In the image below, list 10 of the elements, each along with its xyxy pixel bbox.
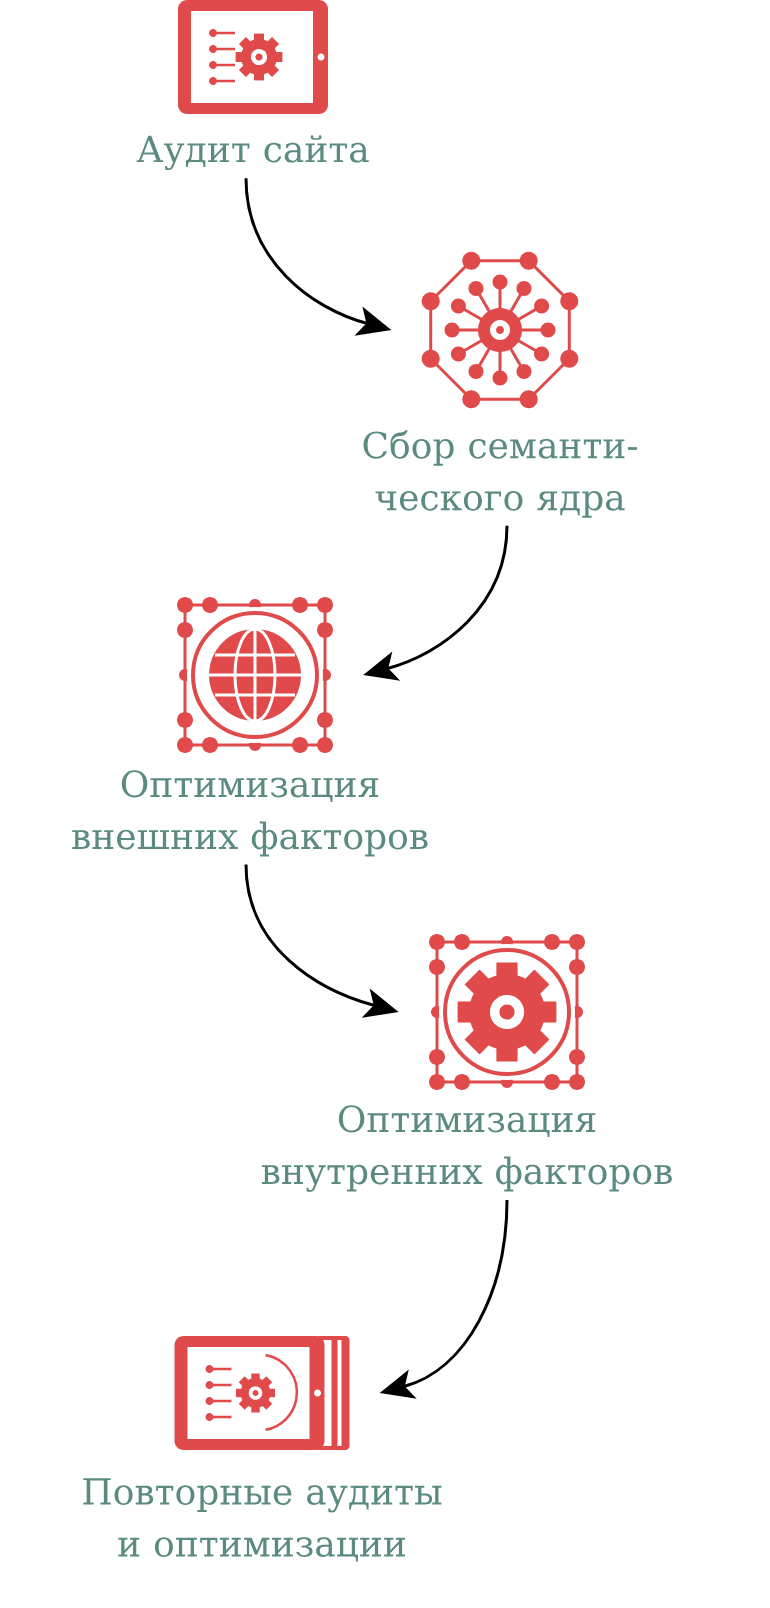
step-label: Аудит сайта <box>136 135 369 171</box>
tablet-icon <box>178 0 328 114</box>
step-label: Оптимизация внешних факторов <box>72 770 428 857</box>
network-icon <box>421 251 579 409</box>
tablets-icon <box>174 1336 350 1450</box>
gear-icon <box>429 934 585 1090</box>
step-label: Оптимизация внутренних факторов <box>261 1105 672 1192</box>
globe-icon <box>177 597 333 753</box>
step-label: Повторные аудиты и оптимизации <box>83 1478 442 1562</box>
step-label: Сбор семанти- ческого ядра <box>363 430 637 518</box>
